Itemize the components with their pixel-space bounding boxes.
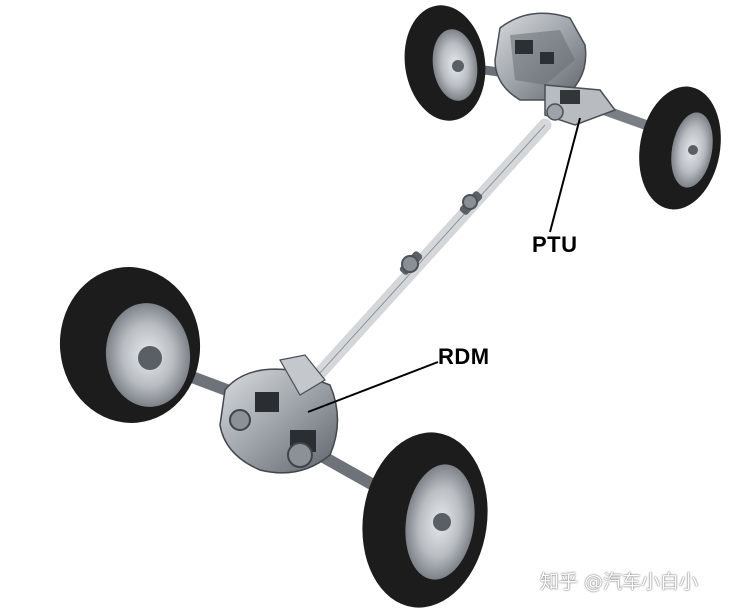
watermark-text: 知乎 @汽车小白小 bbox=[540, 571, 699, 593]
ptu-label: PTU bbox=[532, 232, 578, 257]
propeller-shaft bbox=[293, 118, 552, 402]
ptu-leader-line bbox=[549, 117, 581, 233]
rear-drive-module bbox=[219, 354, 339, 474]
wheel-rear-right bbox=[362, 432, 488, 608]
front-transmission bbox=[494, 12, 617, 126]
wheel-front-left bbox=[404, 5, 486, 121]
wheel-rear-left bbox=[59, 267, 201, 423]
rdm-leader-line bbox=[307, 361, 439, 413]
rdm-label: RDM bbox=[438, 344, 490, 369]
wheel-front-right bbox=[639, 86, 721, 210]
